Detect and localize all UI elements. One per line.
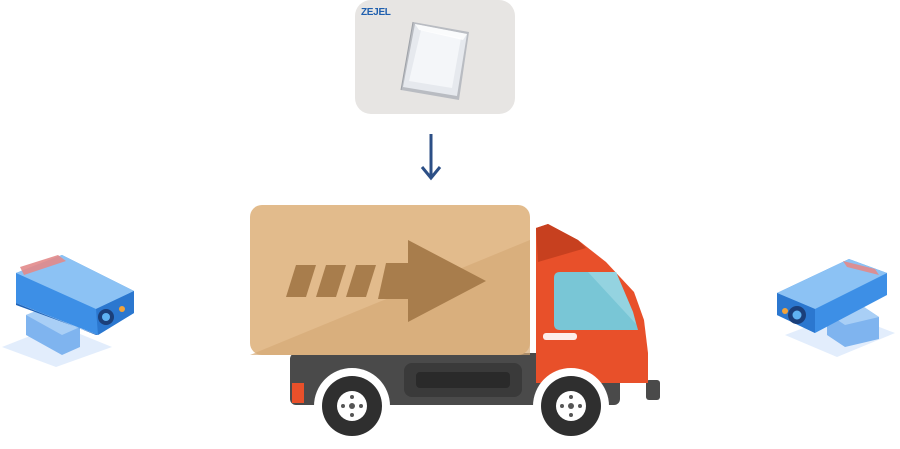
rfid-reader-card: ZEJEL xyxy=(355,0,515,114)
arrow-down-icon xyxy=(420,134,442,181)
rfid-reader-icon xyxy=(400,21,469,100)
camera-icon xyxy=(2,255,134,367)
delivery-truck-icon xyxy=(250,205,660,444)
camera-icon xyxy=(777,259,895,357)
brand-logo: ZEJEL xyxy=(361,7,391,18)
